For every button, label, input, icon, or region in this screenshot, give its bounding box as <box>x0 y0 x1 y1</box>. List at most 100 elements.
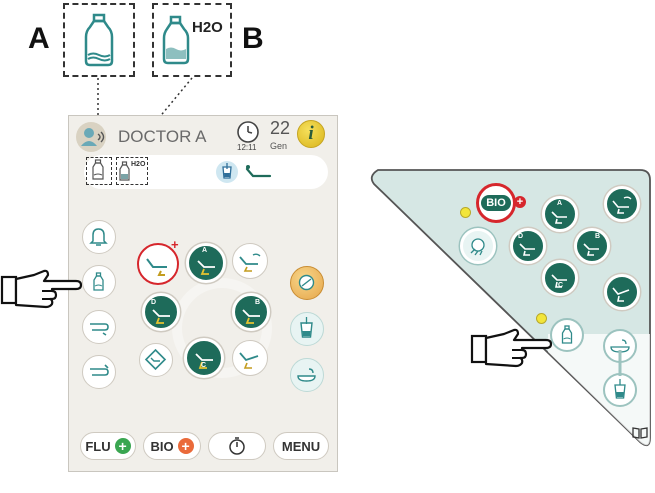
flu-label: FLU <box>85 438 111 454</box>
pointing-hand-icon <box>470 328 552 368</box>
cup-fill-icon <box>300 317 313 338</box>
plus-icon: + <box>514 196 526 208</box>
stopwatch-icon <box>229 437 245 455</box>
position-d-label: D <box>518 233 524 240</box>
bowl-rinse-button[interactable] <box>290 358 324 392</box>
menu-button[interactable]: MENU <box>273 432 329 460</box>
chair-reset-icon <box>146 258 167 276</box>
chair-position-c-icon <box>195 353 213 369</box>
chair-position-d-button[interactable]: D <box>142 293 180 331</box>
cup-fill-button[interactable] <box>290 312 324 346</box>
plus-icon: + <box>114 438 131 454</box>
info-icon: i <box>308 123 314 144</box>
spittoon-position-button[interactable] <box>232 243 268 279</box>
water-bottle-icon <box>84 13 114 67</box>
operating-light-button[interactable] <box>290 266 324 300</box>
position-c-label: C <box>558 282 564 289</box>
operating-light-icon <box>298 274 315 291</box>
operating-light-icon <box>470 238 485 256</box>
position-ring <box>172 278 272 378</box>
callout-a-letter: A <box>28 22 50 55</box>
cup-fill-icon <box>222 163 232 179</box>
bell-button[interactable] <box>82 220 116 254</box>
chair-position-a-icon <box>551 211 567 224</box>
console-water-bottle-button[interactable] <box>550 318 584 352</box>
chair-spit-position-icon <box>239 253 261 272</box>
console-position-a-button[interactable]: A <box>542 196 578 232</box>
chair-status-icon <box>245 165 272 178</box>
water-bottle-h2o-icon <box>162 15 190 65</box>
bowl-rinse-icon <box>297 368 316 382</box>
bio-label: BIO <box>481 195 511 211</box>
manual-book-icon[interactable] <box>631 426 649 440</box>
plus-icon: + <box>171 237 179 252</box>
bell-icon <box>89 228 108 246</box>
bio-button[interactable]: BIO + <box>143 432 201 460</box>
flu-button[interactable]: FLU + <box>80 432 136 460</box>
diamond-positioning-icon <box>144 348 167 371</box>
callout-b-letter: B <box>242 22 264 55</box>
doctor-profile-icon <box>81 128 105 146</box>
console-cup-fill-button[interactable] <box>603 373 637 407</box>
position-d-label: D <box>151 299 157 306</box>
handpiece-left-icon <box>90 323 109 336</box>
position-a-label: A <box>202 247 208 254</box>
doctor-name: DOCTOR A <box>118 127 207 146</box>
chair-trendelenburg-icon <box>612 287 630 302</box>
date-month: Gen <box>270 141 288 151</box>
timer-button[interactable] <box>208 432 266 460</box>
position-b-label: B <box>595 233 601 240</box>
chair-reset-button[interactable] <box>137 243 179 285</box>
chair-position-b-button[interactable]: B <box>232 293 270 331</box>
menu-label: MENU <box>281 438 321 454</box>
chair-position-b-icon <box>242 309 260 324</box>
instrument-tray-right-button[interactable] <box>82 355 116 389</box>
h2o-text: H2O <box>192 19 223 36</box>
instrument-tray-left-button[interactable] <box>82 310 116 344</box>
auto-positioning-button[interactable] <box>139 343 173 377</box>
info-button[interactable]: i <box>297 120 325 148</box>
console-position-b-button[interactable]: B <box>574 228 610 264</box>
status-bar <box>84 155 328 189</box>
chair-position-a-button[interactable]: A <box>186 243 226 283</box>
position-b-label: B <box>255 299 261 306</box>
bio-label: BIO <box>150 438 174 454</box>
water-bottle-button[interactable] <box>82 265 116 299</box>
status-h2o-box: H2O <box>116 157 148 185</box>
handpiece-right-icon <box>90 364 109 376</box>
clock-time: 12:11 <box>237 143 257 152</box>
console-position-d-button[interactable]: D <box>510 228 546 264</box>
status-bottle-box <box>86 157 112 185</box>
chair-position-d-icon <box>152 309 170 324</box>
chair-trendelenburg-icon <box>239 352 259 369</box>
console-trendelenburg-button[interactable] <box>604 274 640 310</box>
position-c-label: C <box>201 362 207 369</box>
water-bottle-h2o-icon <box>119 161 130 181</box>
chair-position-c-button[interactable]: C <box>184 338 224 378</box>
console-position-c-button[interactable]: C <box>542 260 578 296</box>
status-led <box>460 207 471 218</box>
pointing-hand-icon <box>0 269 82 309</box>
bowl-rinse-icon <box>610 339 630 353</box>
clock-icon <box>237 121 259 143</box>
water-bottle-icon <box>561 325 573 344</box>
status-led <box>536 313 547 324</box>
console-spittoon-button[interactable] <box>604 186 640 222</box>
plus-icon: + <box>177 438 194 454</box>
bio-console-button[interactable]: BIO <box>476 183 516 223</box>
h2o-text: H2O <box>131 161 146 168</box>
chair-position-d-icon <box>519 243 535 256</box>
chair-spit-position-icon <box>612 196 632 214</box>
console-light-button[interactable] <box>460 228 496 264</box>
water-bottle-icon <box>93 272 104 291</box>
cup-status-indicator <box>216 161 238 183</box>
doctor-avatar[interactable] <box>76 122 106 152</box>
chair-position-c-icon <box>551 274 567 288</box>
callout-box-b: H2O <box>152 3 232 77</box>
cup-fill-icon <box>614 379 626 399</box>
chair-position-a-icon <box>197 260 215 275</box>
trendelenburg-button[interactable] <box>232 340 268 376</box>
water-bottle-icon <box>92 159 104 180</box>
button-connector <box>618 350 622 376</box>
callout-box-a <box>63 3 135 77</box>
